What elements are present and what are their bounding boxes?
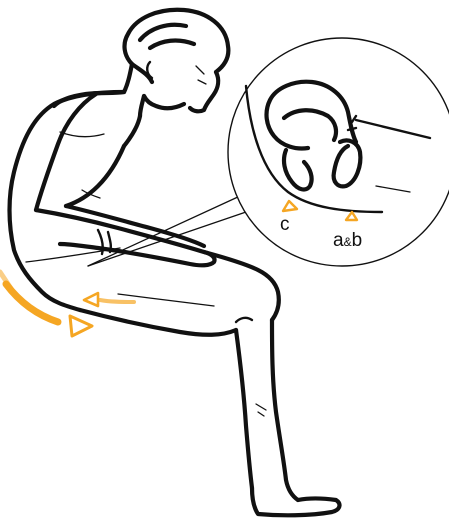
face-outline [144,72,218,111]
seat-outline [80,310,236,335]
shin-front [272,320,298,500]
armpit-line [60,132,104,137]
label-ab-amp: & [344,235,352,249]
orange-straight-arrowhead-icon [84,293,98,306]
label-ab-b: b [352,230,363,251]
eye [196,66,206,84]
shin-fold [256,404,266,416]
shoe-outline [252,488,339,515]
orange-curved-arrowhead-icon [70,316,92,336]
hair-outline [125,10,229,82]
orange-straight-arrow-icon [100,300,134,302]
magnified-view: c a&b [228,38,449,266]
upper-arm-outline [36,94,124,210]
label-c: c [280,214,290,235]
shoulder-outline [54,92,140,146]
knee-fold [236,318,252,322]
shin-back [236,330,252,488]
label-ab-a: a [333,230,344,251]
ear [147,62,152,78]
